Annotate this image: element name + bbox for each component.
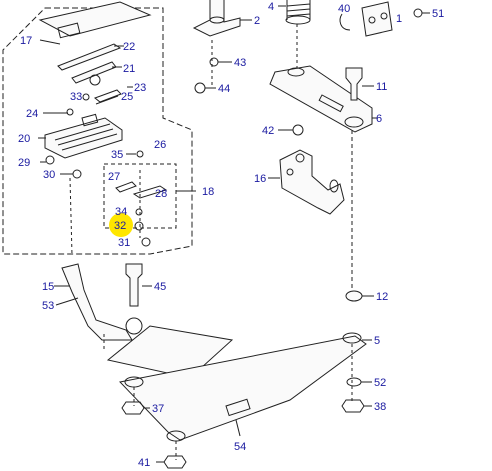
subassembly-boundary xyxy=(2,7,193,255)
part-label-22: 22 xyxy=(123,41,135,53)
part-label-38: 38 xyxy=(374,401,386,413)
plate-17 xyxy=(38,1,152,37)
pin-45 xyxy=(125,263,143,307)
part-label-2: 2 xyxy=(254,15,260,27)
part-label-52: 52 xyxy=(374,377,386,389)
part-label-4: 4 xyxy=(268,1,274,13)
part-label-11: 11 xyxy=(376,81,387,93)
part-label-44: 44 xyxy=(218,83,230,95)
part-label-1: 1 xyxy=(396,13,402,25)
highlight-marker xyxy=(109,213,133,237)
part-label-23: 23 xyxy=(134,82,146,94)
part-label-15: 15 xyxy=(42,281,54,293)
part-label-30: 30 xyxy=(43,169,55,181)
gasket-outline xyxy=(106,325,234,379)
bracket-28 xyxy=(132,185,168,199)
part-label-43: 43 xyxy=(234,57,246,69)
part-label-42: 42 xyxy=(262,125,274,137)
part-label-17: 17 xyxy=(20,35,32,47)
part-label-32: 32 xyxy=(114,220,126,232)
part-21 xyxy=(71,61,117,84)
part-label-5: 5 xyxy=(374,335,380,347)
part-label-34: 34 xyxy=(115,206,127,218)
part-label-31: 31 xyxy=(118,237,130,249)
part-label-41: 41 xyxy=(138,457,150,469)
part-label-25: 25 xyxy=(121,91,133,103)
spring-4 xyxy=(286,0,311,20)
part-label-18: 18 xyxy=(202,186,214,198)
part-label-45: 45 xyxy=(154,281,166,293)
part-2 xyxy=(192,0,241,37)
subassembly-inner-boundary xyxy=(103,163,177,229)
part-label-16: 16 xyxy=(254,173,266,185)
part-label-24: 24 xyxy=(26,108,38,120)
lever-6 xyxy=(269,65,373,133)
part-label-35: 35 xyxy=(111,149,123,161)
bracket-1 xyxy=(361,1,393,37)
part-label-37: 37 xyxy=(152,403,164,415)
part-label-12: 12 xyxy=(376,291,388,303)
pin-11 xyxy=(345,67,363,101)
part-label-28: 28 xyxy=(155,188,167,200)
link-54 xyxy=(119,335,367,441)
part-label-54: 54 xyxy=(234,441,246,453)
bracket-16 xyxy=(279,149,345,215)
part-label-40: 40 xyxy=(338,3,350,15)
strip-22 xyxy=(57,43,122,71)
part-label-29: 29 xyxy=(18,157,30,169)
part-label-20: 20 xyxy=(18,133,30,145)
part-label-26: 26 xyxy=(154,139,166,151)
part-label-21: 21 xyxy=(123,63,135,75)
part-label-6: 6 xyxy=(376,113,382,125)
part-label-33: 33 xyxy=(70,91,82,103)
crank-arm-15 xyxy=(61,263,133,341)
part-label-53: 53 xyxy=(42,300,54,312)
part-label-27: 27 xyxy=(108,171,120,183)
part-label-51: 51 xyxy=(432,8,444,20)
